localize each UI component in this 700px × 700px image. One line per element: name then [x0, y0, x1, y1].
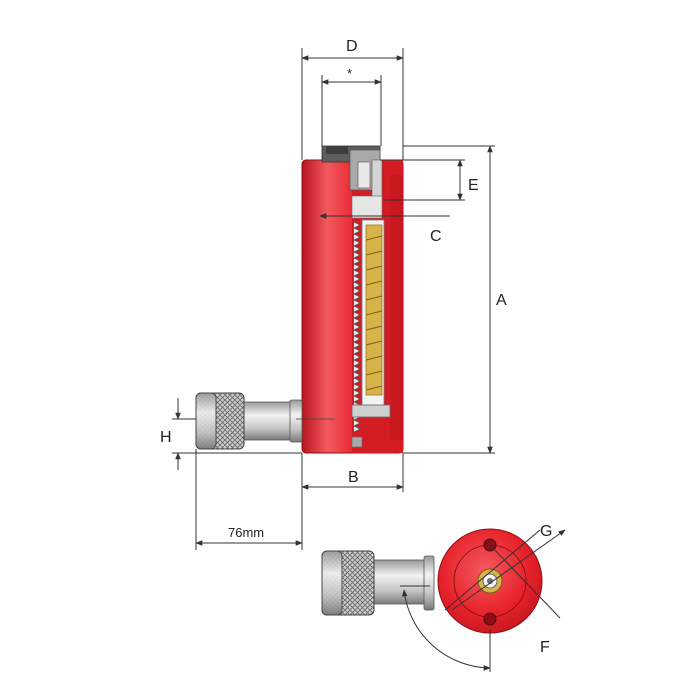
- side-view: D * E C A H B 76mm: [160, 38, 507, 550]
- coupler-top: [321, 550, 435, 616]
- label-port-offset: 76mm: [228, 525, 264, 540]
- return-spring: [365, 224, 383, 396]
- label-h: H: [160, 429, 172, 446]
- label-b: B: [348, 469, 359, 486]
- label-g: G: [540, 523, 552, 540]
- label-d: D: [346, 38, 358, 55]
- mounting-hole-bottom: [483, 612, 497, 626]
- coupler-neck: [242, 401, 296, 441]
- inner-threads: [353, 221, 361, 433]
- coupler-side: [195, 392, 303, 450]
- top-view: G F: [321, 523, 566, 672]
- spring-coils: [365, 235, 383, 391]
- label-star: *: [347, 66, 352, 81]
- label-a: A: [496, 292, 507, 309]
- angle-arc: [401, 589, 491, 671]
- label-e: E: [468, 177, 479, 194]
- piston-base: [351, 404, 391, 418]
- label-c: C: [430, 228, 442, 245]
- label-f: F: [540, 639, 550, 656]
